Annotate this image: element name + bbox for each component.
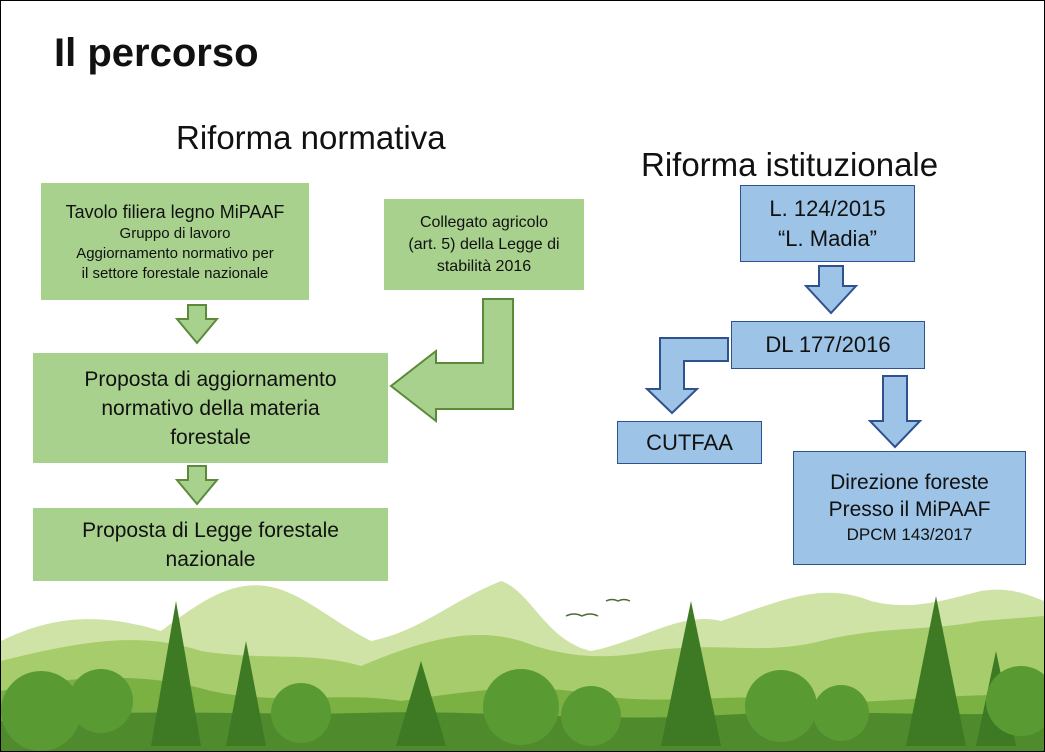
box-cutfaa: CUTFAA [617,421,762,464]
arrow-down-blue-1 [803,265,859,315]
box-proposta-aggiornamento: Proposta di aggiornamento normativo dell… [33,353,388,463]
legge-madia-line-1: L. 124/2015 [769,195,886,221]
tavolo-line-4: il settore forestale nazionale [81,264,269,282]
heading-riforma-istituzionale: Riforma istituzionale [641,146,939,183]
direzione-line-1: Direzione foreste [830,471,989,494]
proposta-agg-line-2: normativo della materia [101,396,320,420]
box-dl-177: DL 177/2016 [731,321,925,369]
arrow-down-blue-2 [867,375,923,449]
dl-label: DL 177/2016 [765,332,891,357]
direzione-line-3: DPCM 143/2017 [846,525,973,544]
tavolo-line-3: Aggiornamento normativo per [76,244,274,262]
heading-riforma-normativa: Riforma normativa [176,119,446,156]
tavolo-line-1: Tavolo filiera legno MiPAAF [65,201,285,222]
box-legge-madia: L. 124/2015 “L. Madia” [740,185,915,262]
collegato-line-3: stabilità 2016 [436,257,532,275]
proposta-legge-line-2: nazionale [165,547,256,571]
box-collegato-agricolo: Collegato agricolo (art. 5) della Legge … [384,199,584,290]
arrow-down-1 [174,304,220,345]
box-direzione-foreste: Direzione foreste Presso il MiPAAF DPCM … [793,451,1026,565]
box-tavolo-filiera-legno: Tavolo filiera legno MiPAAF Gruppo di la… [41,183,309,300]
proposta-agg-line-3: forestale [170,425,251,449]
slide-title: Il percorso [54,31,259,75]
arrow-bent-blue [644,337,729,415]
proposta-legge-line-1: Proposta di Legge forestale [82,518,339,542]
box-proposta-legge-forestale: Proposta di Legge forestale nazionale [33,508,388,581]
collegato-line-1: Collegato agricolo [419,213,549,231]
arrow-down-2 [174,465,220,506]
collegato-line-2: (art. 5) della Legge di [408,235,560,253]
arrow-bent-left [389,298,514,424]
direzione-line-2: Presso il MiPAAF [828,498,991,521]
proposta-agg-line-1: Proposta di aggiornamento [84,367,337,391]
cutfaa-label: CUTFAA [646,429,733,455]
tavolo-line-2: Gruppo di lavoro [119,224,231,242]
legge-madia-line-2: “L. Madia” [777,225,878,251]
